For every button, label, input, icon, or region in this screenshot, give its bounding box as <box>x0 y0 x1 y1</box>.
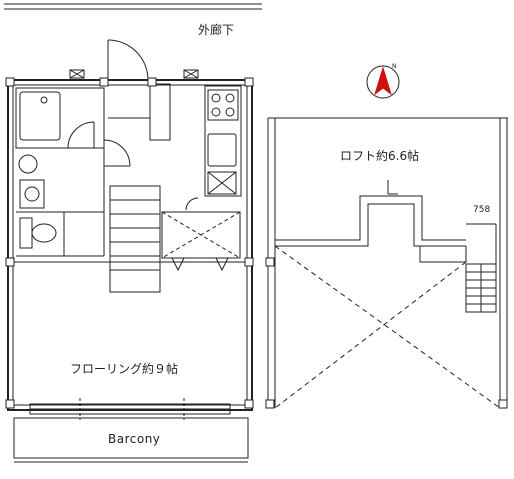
sliding-door <box>29 398 231 420</box>
north-letter: N <box>392 63 397 70</box>
bath-block <box>15 87 105 257</box>
storage <box>161 211 241 272</box>
wall-markers <box>5 77 508 409</box>
north-arrow-icon <box>366 65 400 99</box>
flooring-room-label: フローリング約９帖 <box>70 362 179 376</box>
outer-walls-inner <box>12 84 248 406</box>
loft-walls <box>275 180 497 264</box>
wall-hatch <box>69 69 199 79</box>
corridor-label: 外廊下 <box>198 23 235 37</box>
entrance-door <box>107 39 149 81</box>
dimension-label: 758 <box>473 205 491 215</box>
stairs-main <box>109 185 161 293</box>
corridor-lines <box>4 3 262 10</box>
balcony <box>13 417 249 463</box>
kitchen <box>108 83 242 211</box>
loft-room-label: ロフト約6.6帖 <box>340 149 420 163</box>
outer-walls <box>7 79 253 411</box>
balcony-label: Barcony <box>108 432 161 446</box>
hall-door <box>103 139 131 167</box>
stairs-loft <box>465 263 497 313</box>
loft-open-area <box>274 245 501 409</box>
